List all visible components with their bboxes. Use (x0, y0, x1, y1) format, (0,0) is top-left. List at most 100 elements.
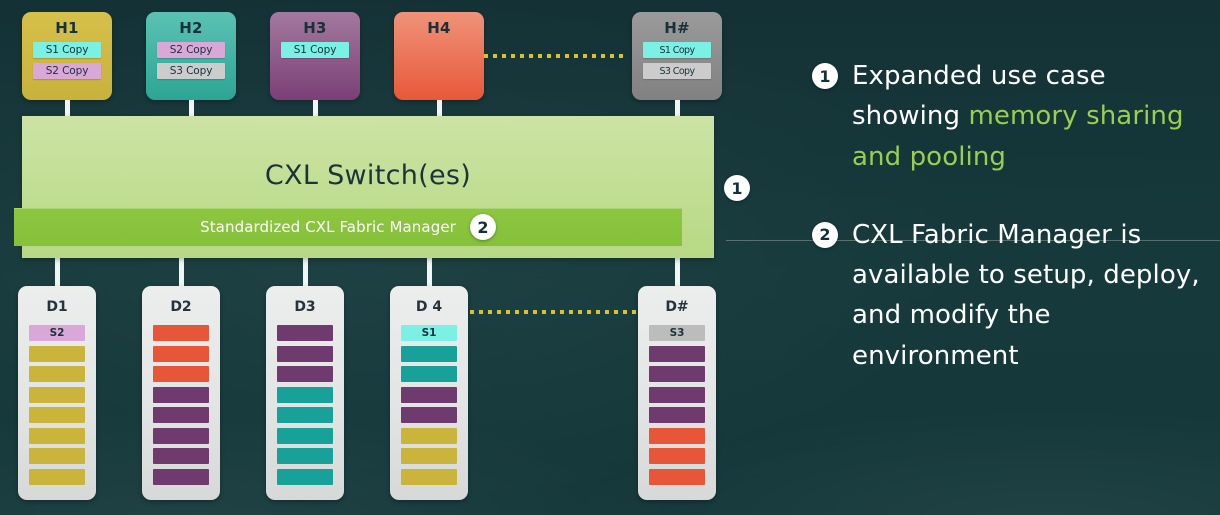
host-label: H4 (427, 19, 451, 37)
device-slot (277, 427, 333, 444)
note-item-2: 2 CXL Fabric Manager is available to setu… (812, 215, 1220, 376)
host-memory-chip: S3 Copy (157, 63, 225, 79)
device-slot-labeled: S1 (401, 325, 457, 341)
device-slot (29, 468, 85, 485)
host-box-h2[interactable]: H2 S2 Copy S3 Copy (146, 12, 236, 100)
device-slot-list: S2 (29, 325, 85, 485)
device-slot (401, 407, 457, 423)
note-badge-2: 2 (812, 221, 838, 248)
host-switch-connector (65, 100, 70, 116)
device-slot (29, 407, 85, 423)
device-slot (649, 448, 705, 464)
device-slot (153, 407, 209, 423)
device-box-d2[interactable]: D2 (142, 286, 220, 500)
device-slot-labeled: S3 (649, 325, 705, 341)
host-label: H# (664, 19, 690, 37)
fabric-manager-badge: 2 (469, 214, 496, 240)
device-label: D3 (294, 299, 316, 315)
device-label: D2 (170, 299, 192, 315)
device-slot (277, 407, 333, 423)
host-box-h4[interactable]: H4 (394, 12, 484, 100)
note-plain-text: Expanded use case showing (852, 61, 1106, 132)
device-box-d3[interactable]: D3 (266, 286, 344, 500)
device-label: D1 (46, 299, 68, 315)
notes-panel: 1 Expanded use case showing memory sharin… (812, 56, 1220, 376)
device-slot (29, 427, 85, 444)
device-slot (401, 345, 457, 362)
host-label: H2 (179, 19, 203, 37)
device-slot (401, 366, 457, 382)
device-box-dhash[interactable]: D# S3 (638, 286, 716, 500)
device-slot (29, 386, 85, 403)
device-slot (401, 427, 457, 444)
note-badge-1: 1 (812, 63, 838, 89)
device-slot (649, 386, 705, 403)
host-switch-connector (675, 100, 680, 116)
device-slot (153, 325, 209, 341)
device-slot (153, 386, 209, 403)
device-slot (153, 366, 209, 382)
device-slot (649, 345, 705, 362)
device-slot (649, 468, 705, 485)
device-slot (649, 366, 705, 382)
device-slot (153, 345, 209, 362)
host-box-h3[interactable]: H3 S1 Copy (270, 12, 360, 100)
note-text: Expanded use case showing memory sharing… (852, 56, 1220, 177)
device-label: D 4 (415, 299, 443, 315)
host-memory-chip: S3 Copy (643, 63, 711, 79)
host-box-hhash[interactable]: H# S1 Copy S3 Copy (632, 12, 722, 100)
device-label: D# (665, 299, 689, 315)
switch-device-connector (55, 258, 60, 288)
note-plain-text: CXL Fabric Manager is available to setup… (852, 219, 1200, 371)
device-slot (649, 427, 705, 444)
host-switch-connector (437, 100, 442, 116)
host-memory-chip: S1 Copy (643, 42, 711, 58)
device-slot (277, 468, 333, 485)
host-label: H1 (55, 19, 79, 37)
device-slot (153, 448, 209, 464)
note-text: CXL Fabric Manager is available to setup… (852, 215, 1220, 376)
device-slot (153, 468, 209, 485)
device-slot (29, 366, 85, 382)
device-slot (29, 345, 85, 362)
device-slot-list (277, 325, 333, 485)
switch-device-connector (427, 258, 432, 288)
device-slot-list (153, 325, 209, 485)
switch-device-connector (179, 258, 184, 288)
switch-device-connector (303, 258, 308, 288)
device-slot (401, 386, 457, 403)
note-item-1: 1 Expanded use case showing memory sharin… (812, 56, 1220, 177)
device-slot (277, 386, 333, 403)
device-slot (277, 325, 333, 341)
host-label: H3 (303, 19, 327, 37)
cxl-switch-title: CXL Switch(es) (264, 160, 472, 191)
host-memory-chip: S2 Copy (157, 42, 225, 58)
fabric-manager-label: Standardized CXL Fabric Manager (200, 218, 456, 236)
fabric-manager-bar[interactable]: Standardized CXL Fabric Manager 2 (14, 208, 682, 246)
device-slot (153, 427, 209, 444)
device-slot-list: S1 (401, 325, 457, 485)
host-switch-connector (189, 100, 194, 116)
device-slot (401, 468, 457, 485)
device-slot-list: S3 (649, 325, 705, 485)
host-switch-connector (313, 100, 318, 116)
device-slot (401, 448, 457, 464)
device-slot (277, 366, 333, 382)
note-highlight-text: memory sharing and pooling (852, 101, 1184, 172)
host-box-h1[interactable]: H1 S1 Copy S2 Copy (22, 12, 112, 100)
device-box-d4[interactable]: D 4 S1 (390, 286, 468, 500)
section-divider-line (726, 240, 1220, 241)
host-memory-chip: S1 Copy (33, 42, 101, 58)
device-ellipsis-dots (470, 310, 636, 314)
device-slot-labeled: S2 (29, 325, 85, 341)
callout-badge-1: 1 (724, 175, 750, 201)
switch-device-connector (675, 258, 680, 288)
host-ellipsis-dots (484, 54, 628, 58)
host-memory-chip: S2 Copy (33, 63, 101, 79)
device-slot (29, 448, 85, 464)
device-slot (649, 407, 705, 423)
host-memory-chip: S1 Copy (281, 42, 349, 58)
device-slot (277, 345, 333, 362)
